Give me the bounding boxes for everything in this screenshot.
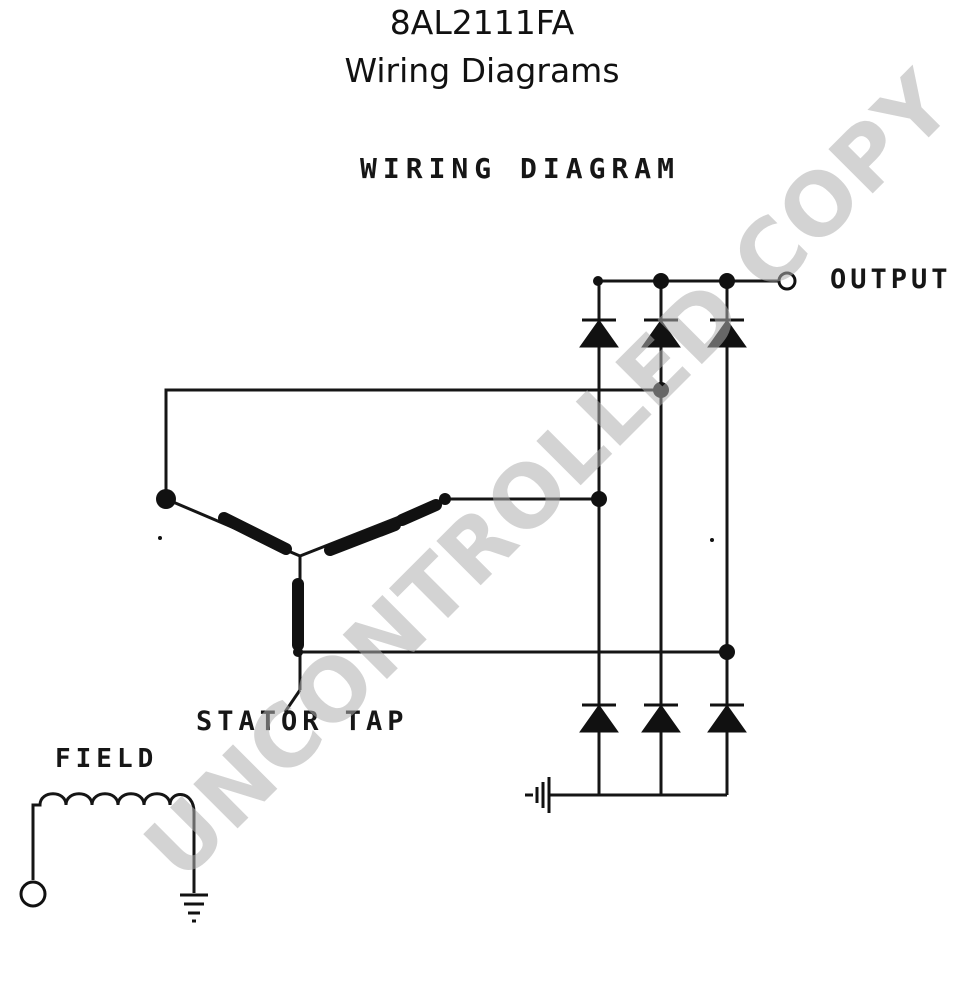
junction-dot (653, 273, 669, 289)
ground-bus-symbol-icon (525, 777, 551, 813)
stator-winding-b (324, 519, 401, 556)
junction-dot (710, 538, 714, 542)
stator-winding-b2 (396, 499, 442, 526)
diode-top-3 (707, 319, 747, 348)
field-label: FIELD (55, 744, 159, 774)
field-ground-icon (180, 893, 208, 923)
diagram-heading: WIRING DIAGRAM (360, 152, 681, 185)
stator-tap-lead (283, 689, 302, 713)
junction-dot (156, 489, 176, 509)
stator-winding-a (218, 512, 292, 555)
junction-dot (439, 493, 451, 505)
diode-top-1 (579, 319, 619, 348)
diode-bottom-2 (641, 704, 681, 733)
output-label: OUTPUT (830, 264, 952, 295)
junction-dot (593, 276, 603, 286)
diode-top-2 (641, 319, 681, 348)
phase-a-wire (164, 388, 661, 499)
field-terminal-icon (19, 880, 47, 908)
junction-dot (719, 644, 735, 660)
diode-bottom-1 (579, 704, 619, 733)
diode-bottom-3 (707, 704, 747, 733)
stator-tap-label: STATOR TAP (196, 706, 409, 737)
junction-dot (653, 382, 669, 398)
output-terminal-icon (777, 271, 797, 291)
field-coil (31, 792, 196, 893)
junction-dot (591, 491, 607, 507)
junction-dot (719, 273, 735, 289)
page-subtitle: Wiring Diagrams (344, 51, 620, 90)
part-number-title: 8AL2111FA (389, 3, 575, 42)
junction-dot (293, 647, 303, 657)
junction-dot (158, 536, 162, 540)
